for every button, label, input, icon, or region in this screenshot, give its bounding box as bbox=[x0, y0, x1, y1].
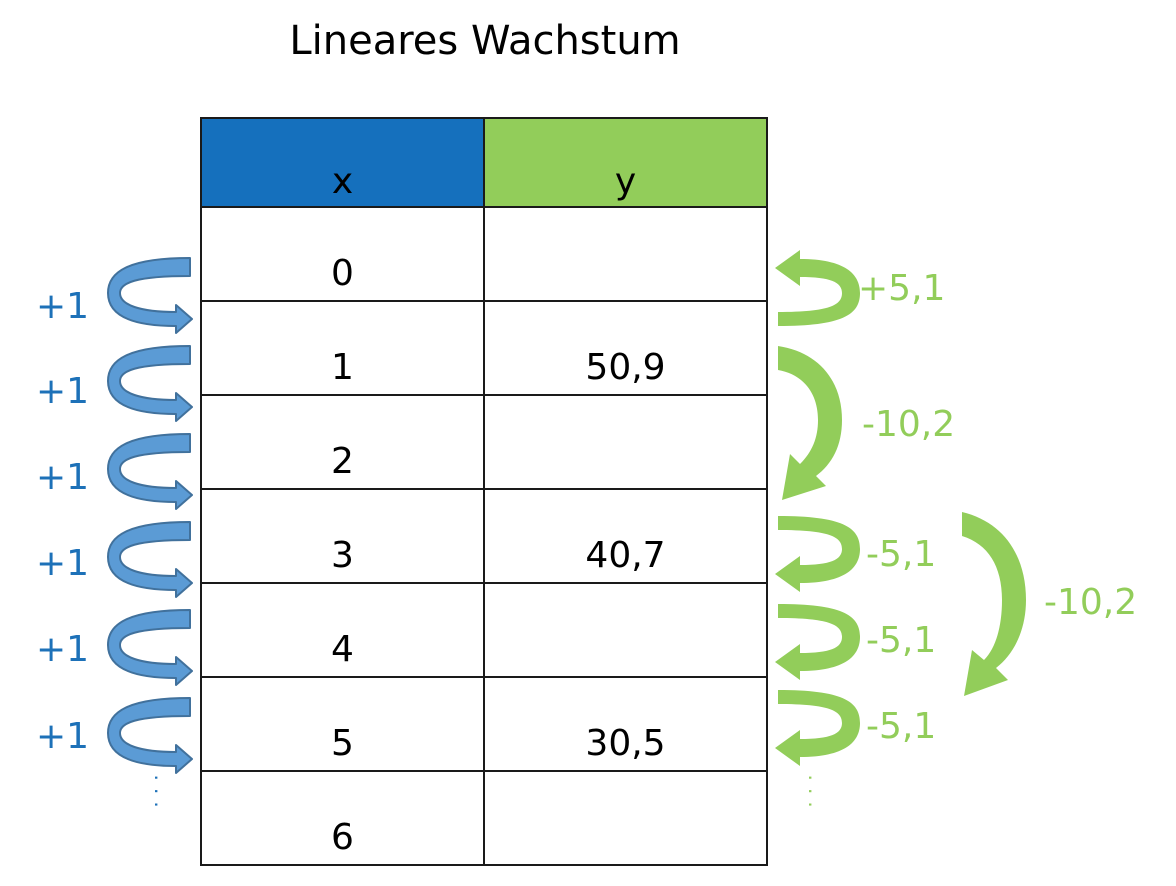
cell-y bbox=[483, 206, 768, 302]
increment-arrow-icon bbox=[107, 345, 193, 422]
increment-arrow-icon bbox=[107, 609, 193, 686]
increment-arrow-icon bbox=[107, 697, 193, 774]
cell-y bbox=[483, 394, 768, 490]
y-step-label: -10,2 bbox=[862, 404, 956, 445]
down-arrow-icon bbox=[775, 690, 860, 766]
up-arrow-icon bbox=[775, 250, 860, 326]
down-arrow-icon bbox=[775, 604, 860, 680]
cell-y bbox=[483, 582, 768, 678]
x-step-label: +1 bbox=[36, 371, 90, 412]
table-row: 1 50,9 bbox=[200, 300, 768, 396]
table-row: 5 30,5 bbox=[200, 676, 768, 772]
cell-x: 6 bbox=[200, 770, 485, 866]
continuation-dots: · · · bbox=[145, 774, 170, 809]
cell-y bbox=[483, 770, 768, 866]
continuation-dots: · · · bbox=[799, 774, 824, 809]
y-step-label: -10,2 bbox=[1044, 582, 1138, 623]
x-step-label: +1 bbox=[36, 543, 90, 584]
increment-arrow-icon bbox=[107, 257, 193, 334]
x-step-label: +1 bbox=[36, 629, 90, 670]
increment-arrow-icon bbox=[107, 433, 193, 510]
down-arrow-icon bbox=[778, 346, 842, 500]
table-row: 0 bbox=[200, 206, 768, 302]
cell-y: 40,7 bbox=[483, 488, 768, 584]
x-step-label: +1 bbox=[36, 716, 90, 757]
value-table: x y 0 1 50,9 2 3 40,7 4 5 30,5 6 bbox=[200, 117, 768, 866]
table-row: 4 bbox=[200, 582, 768, 678]
y-step-label: -5,1 bbox=[866, 534, 937, 575]
cell-x: 1 bbox=[200, 300, 485, 396]
cell-x: 0 bbox=[200, 206, 485, 302]
cell-x: 5 bbox=[200, 676, 485, 772]
header-x: x bbox=[200, 117, 485, 208]
cell-y: 50,9 bbox=[483, 300, 768, 396]
table-row: 3 40,7 bbox=[200, 488, 768, 584]
cell-y: 30,5 bbox=[483, 676, 768, 772]
table-row: 6 bbox=[200, 770, 768, 866]
table-row: 2 bbox=[200, 394, 768, 490]
x-step-label: +1 bbox=[36, 457, 90, 498]
down-arrow-icon bbox=[775, 516, 860, 592]
y-step-label: -5,1 bbox=[866, 620, 937, 661]
down-arrow-icon bbox=[962, 512, 1026, 696]
cell-x: 3 bbox=[200, 488, 485, 584]
table-header-row: x y bbox=[200, 117, 768, 208]
cell-x: 2 bbox=[200, 394, 485, 490]
y-step-label: +5,1 bbox=[858, 268, 946, 309]
header-y: y bbox=[483, 117, 768, 208]
increment-arrow-icon bbox=[107, 521, 193, 598]
diagram-title: Lineares Wachstum bbox=[289, 18, 681, 64]
x-step-label: +1 bbox=[36, 286, 90, 327]
cell-x: 4 bbox=[200, 582, 485, 678]
y-step-label: -5,1 bbox=[866, 706, 937, 747]
